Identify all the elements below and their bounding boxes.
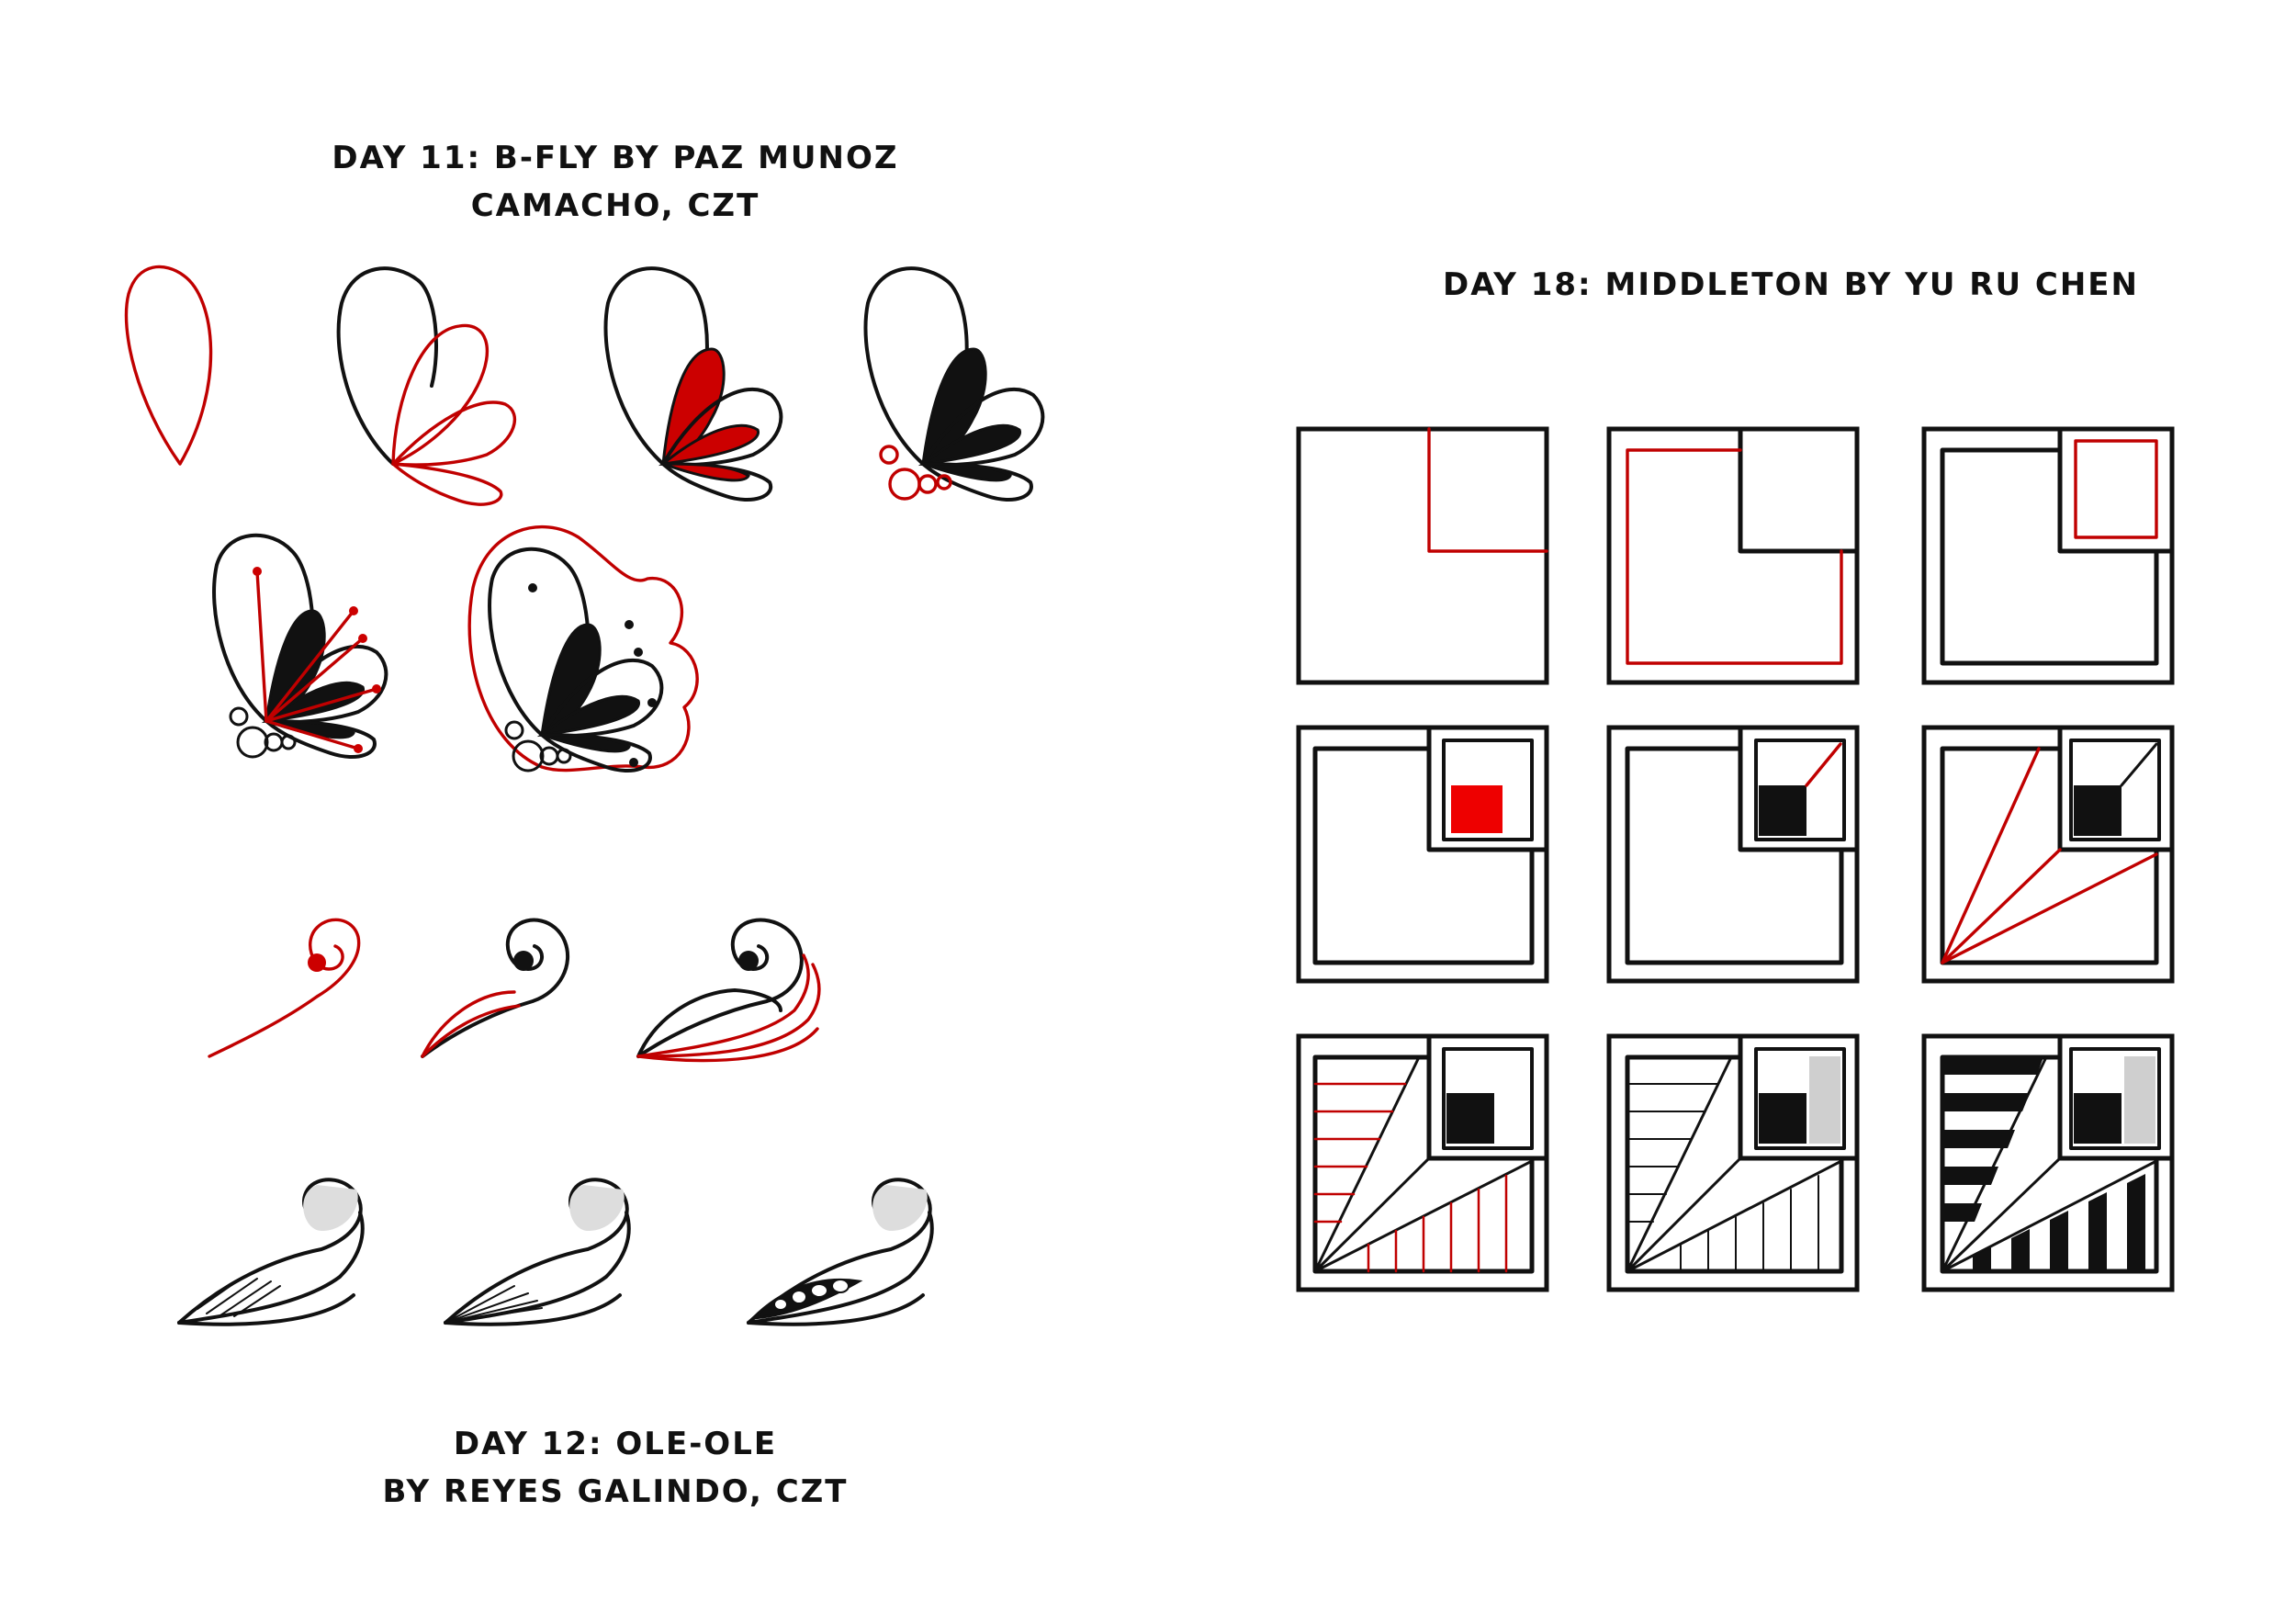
oleole-step-5 [444, 1178, 631, 1326]
oleole-step-2 [421, 918, 570, 1058]
middleton-title-line1: DAY 18: MIDDLETON BY YU RU CHEN [1443, 266, 2139, 303]
bfly-step-1 [124, 265, 213, 466]
oleole-step-1 [208, 918, 361, 1058]
oleole-title-line1: DAY 12: OLE-OLE [453, 1426, 778, 1462]
bfly-title-line1: DAY 11: B-FLY BY PAZ MUNOZ [332, 140, 899, 176]
middleton-step-4 [1296, 725, 1549, 984]
bfly-step-6 [467, 524, 699, 773]
middleton-step-5 [1606, 725, 1860, 984]
bfly-title-line2: CAMACHO, CZT [470, 187, 760, 224]
middleton-step-9 [1921, 1033, 2175, 1292]
oleole-step-3 [636, 918, 821, 1063]
bfly-step-3 [603, 266, 783, 502]
bfly-step-2 [336, 266, 516, 506]
middleton-step-3 [1921, 426, 2175, 685]
middleton-title: DAY 18: MIDDLETON BY YU RU CHEN [1378, 261, 2204, 309]
middleton-step-7 [1296, 1033, 1549, 1292]
oleole-step-4 [177, 1178, 365, 1326]
bfly-step-4 [863, 266, 1045, 502]
bfly-title: DAY 11: B-FLY BY PAZ MUNOZ CAMACHO, CZT [303, 134, 928, 230]
oleole-title-line2: BY REYES GALINDO, CZT [382, 1473, 849, 1510]
middleton-step-6 [1921, 725, 2175, 984]
middleton-step-8 [1606, 1033, 1860, 1292]
middleton-step-2 [1606, 426, 1860, 685]
bfly-step-5 [212, 533, 388, 759]
oleole-title: DAY 12: OLE-OLE BY REYES GALINDO, CZT [303, 1420, 928, 1516]
oleole-step-6 [747, 1178, 934, 1326]
middleton-step-1 [1296, 426, 1549, 685]
